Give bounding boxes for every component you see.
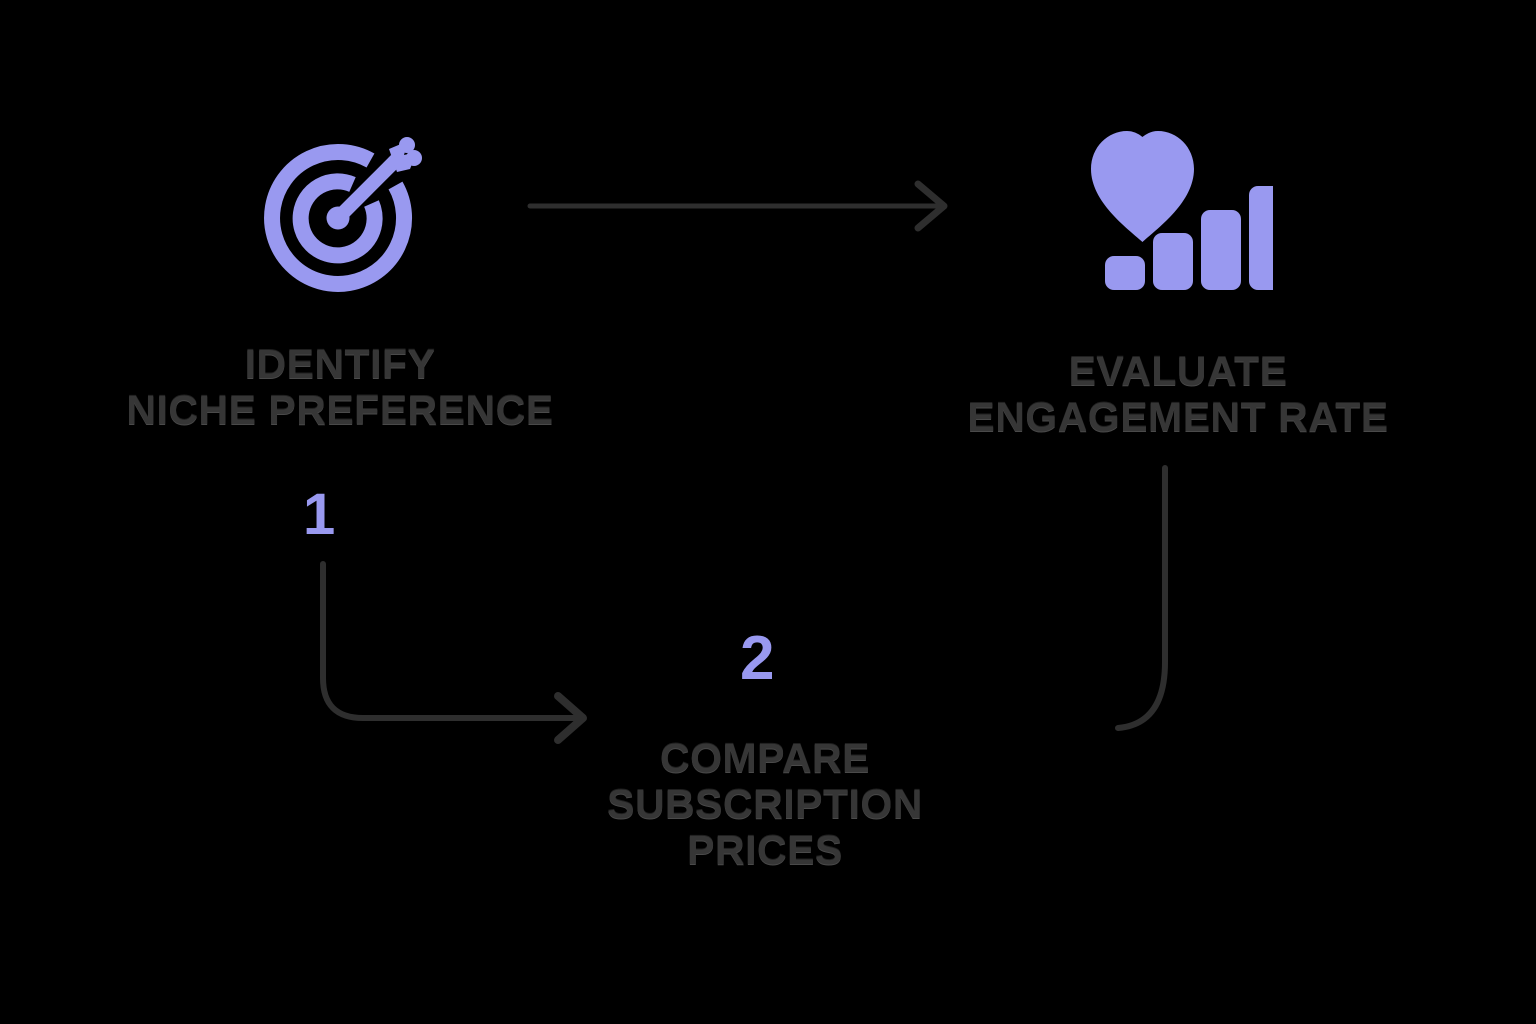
node-identify-niche-preference: IDENTIFY NICHE PREFERENCE: [40, 128, 640, 434]
node-evaluate-label: EVALUATE ENGAGEMENT RATE: [967, 348, 1389, 440]
step-number-2: 2: [740, 624, 775, 693]
node-compare-subscription-prices: COMPARE SUBSCRIPTION PRICES: [465, 735, 1065, 874]
node-identify-label: IDENTIFY NICHE PREFERENCE: [126, 341, 554, 433]
node-evaluate-engagement-rate: EVALUATE ENGAGEMENT RATE: [878, 120, 1478, 441]
target-arrow-icon: [250, 128, 430, 298]
node-compare-label: COMPARE SUBSCRIPTION PRICES: [607, 735, 923, 873]
heart-bar-chart-icon: [1083, 120, 1289, 297]
arrow-evaluate-to-compare: [1090, 452, 1250, 757]
step-number-1: 1: [303, 482, 336, 547]
